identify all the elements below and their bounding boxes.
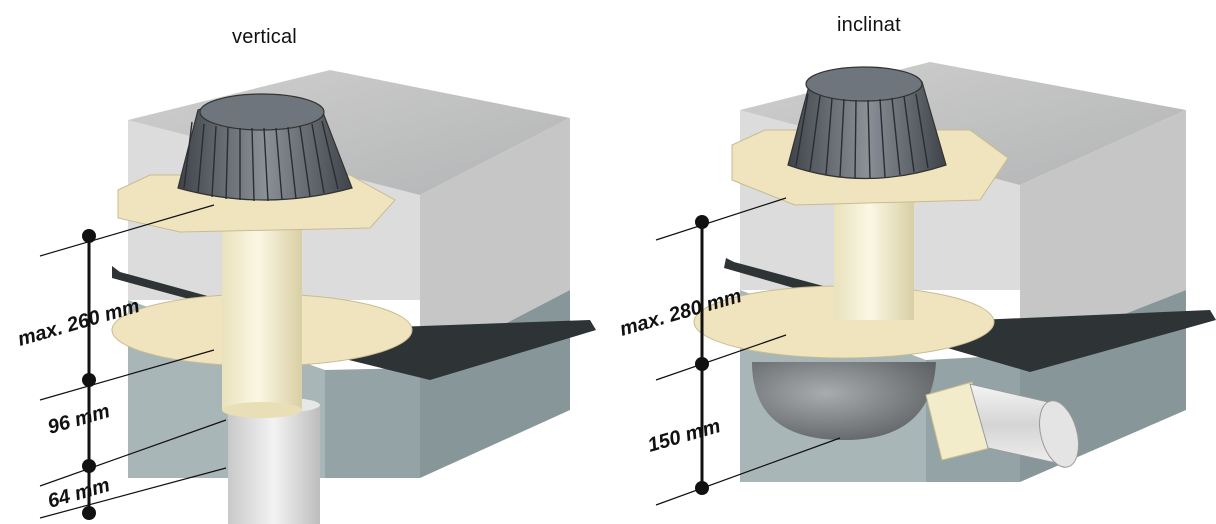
inclined-drain-illustration: max. 280 mm 150 mm bbox=[617, 62, 1216, 506]
dimension-point bbox=[82, 506, 96, 520]
drain-pipe bbox=[222, 210, 302, 410]
dimension-label-150: 150 mm bbox=[645, 415, 723, 457]
diagram-inclinat: inclinat bbox=[600, 0, 1216, 524]
drain-bowl bbox=[752, 362, 936, 440]
dimension-point bbox=[82, 373, 96, 387]
vertical-drain-illustration: max. 260 mm 96 mm 64 mm bbox=[15, 70, 596, 524]
steel-pipe bbox=[228, 405, 320, 524]
dimension-point bbox=[82, 459, 96, 473]
dimension-leaders bbox=[39, 204, 227, 519]
membrane-right bbox=[920, 310, 1216, 372]
concrete-right-face bbox=[1020, 110, 1186, 355]
insulation-front-face bbox=[325, 368, 420, 478]
diagram-vertical: vertical bbox=[0, 0, 600, 524]
drain-pipe bbox=[834, 200, 914, 320]
dimension-point bbox=[695, 215, 709, 229]
diagram-title-vertical: vertical bbox=[232, 26, 297, 48]
dimension-point bbox=[695, 357, 709, 371]
diagram-title-inclinat: inclinat bbox=[837, 14, 901, 36]
dimension-leaders bbox=[655, 197, 841, 506]
dimension-label-96: 96 mm bbox=[45, 400, 112, 439]
dimension-point bbox=[695, 481, 709, 495]
concrete-right-face bbox=[420, 118, 570, 368]
dimension-point bbox=[82, 229, 96, 243]
